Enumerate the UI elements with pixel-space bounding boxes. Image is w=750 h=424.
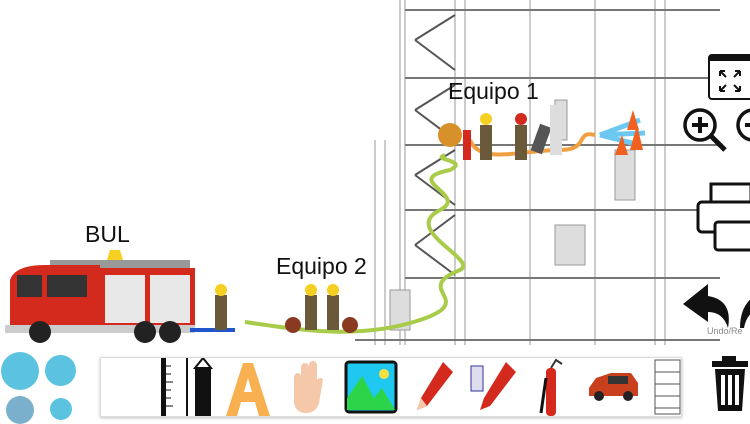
label-bul[interactable]: BUL <box>85 221 130 247</box>
label-equipo-1[interactable]: Equipo 1 <box>448 78 539 104</box>
color-swatch-small[interactable] <box>6 396 34 424</box>
firefighters-team2[interactable] <box>205 280 365 340</box>
tool-blank[interactable] <box>101 358 159 416</box>
trash-icon[interactable] <box>710 355 750 413</box>
zoom-out-icon[interactable] <box>733 105 750 155</box>
color-swatch-xsmall[interactable] <box>50 398 72 420</box>
hand-icon[interactable] <box>286 358 326 416</box>
hose-green <box>244 153 465 334</box>
measure-pencil-icon[interactable] <box>466 358 521 416</box>
text-tool-icon[interactable] <box>221 358 276 416</box>
vehicle-icon[interactable] <box>586 358 641 416</box>
firefighters-team1[interactable] <box>435 105 565 165</box>
printer-icon[interactable] <box>695 180 750 255</box>
extinguisher-icon[interactable] <box>536 358 566 416</box>
fire-truck-image[interactable] <box>5 250 200 345</box>
ruler-icon[interactable] <box>159 358 189 416</box>
pencil-icon[interactable] <box>413 358 455 416</box>
fullscreen-icon[interactable] <box>708 53 750 101</box>
undo-redo-icon[interactable] <box>678 282 750 330</box>
undo-redo-label: Undo/Re <box>707 326 743 336</box>
marker-icon[interactable] <box>191 358 216 416</box>
color-swatch-medium[interactable] <box>45 355 76 386</box>
building-icon[interactable] <box>654 358 681 416</box>
hose-lines <box>190 110 646 334</box>
label-equipo-2[interactable]: Equipo 2 <box>276 253 367 279</box>
image-icon[interactable] <box>344 358 400 416</box>
color-swatch-large[interactable] <box>1 352 39 390</box>
tool-palette <box>100 357 682 417</box>
zoom-in-icon[interactable] <box>680 105 730 155</box>
